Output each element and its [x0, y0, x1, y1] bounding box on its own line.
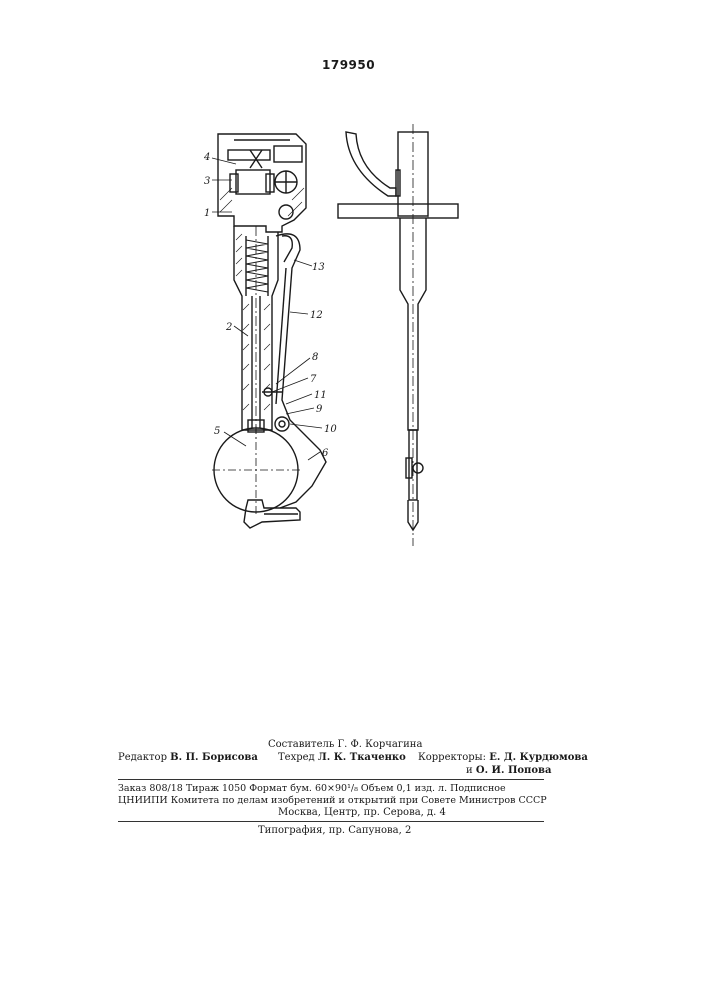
- proofreader-line-2: и О. И. Попова: [466, 765, 551, 777]
- techred-line: Техред Л. К. Ткаченко: [278, 752, 406, 764]
- label-5: 5: [214, 426, 220, 437]
- label-9: 9: [316, 404, 323, 415]
- proofreader-name-2: О. И. Попова: [476, 765, 552, 776]
- compiler-label: Составитель: [268, 739, 334, 750]
- label-10: 10: [324, 424, 337, 435]
- housing-head: [218, 134, 306, 232]
- proofreader-line: Корректоры: Е. Д. Курдюмова: [418, 752, 588, 764]
- compiler-line: Составитель Г. Ф. Корчагина: [268, 739, 422, 751]
- proofreader-name-1: Е. Д. Курдюмова: [489, 752, 588, 763]
- techred-label: Техред: [278, 752, 315, 763]
- proofreader-label: Корректоры:: [418, 752, 486, 763]
- label-6: 6: [322, 448, 329, 459]
- editor-label: Редактор: [118, 752, 167, 763]
- housing-body: [234, 226, 278, 430]
- label-1: 1: [204, 208, 210, 219]
- label-7: 7: [310, 374, 317, 385]
- label-13: 13: [312, 262, 325, 273]
- editor-name: В. П. Борисова: [170, 752, 258, 763]
- address-line: Москва, Центр, пр. Серова, д. 4: [278, 807, 446, 819]
- printer-line: Типография, пр. Сапунова, 2: [258, 825, 411, 837]
- editor-line: Редактор В. П. Борисова: [118, 752, 258, 764]
- label-12: 12: [310, 310, 323, 321]
- proofreader-conjunction: и: [466, 765, 473, 776]
- rule-bottom: [118, 821, 544, 822]
- organization-line: ЦНИИПИ Комитета по делам изобретений и о…: [118, 795, 544, 807]
- lever-arm: [276, 234, 326, 508]
- rule-top: [118, 779, 544, 780]
- label-4: 4: [203, 152, 210, 163]
- label-2: 2: [225, 322, 232, 333]
- hose: [346, 132, 396, 196]
- order-line: Заказ 808/18 Тираж 1050 Формат бум. 60×9…: [118, 783, 544, 795]
- techred-name: Л. К. Ткаченко: [318, 752, 406, 763]
- compiler-name: Г. Ф. Корчагина: [338, 739, 423, 750]
- label-8: 8: [312, 352, 318, 363]
- label-3: 3: [204, 176, 210, 187]
- label-11: 11: [314, 390, 327, 401]
